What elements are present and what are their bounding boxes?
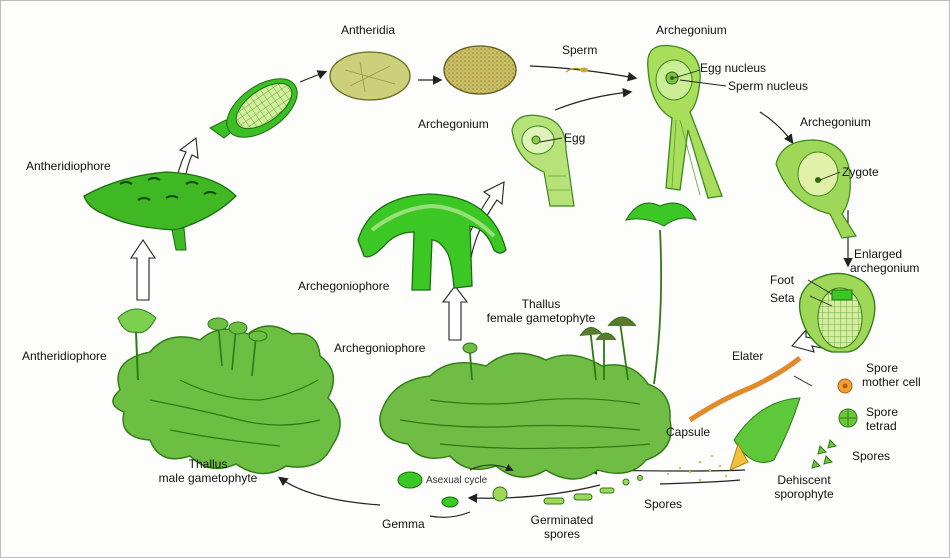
label-archegonium-zygote: Archegonium (800, 116, 871, 129)
label-thallus-male-2: male gametophyte (138, 472, 278, 485)
label-archegonium-mid: Archegonium (418, 118, 489, 131)
label-capsule: Capsule (666, 426, 710, 439)
antheridium-stalked (210, 67, 307, 149)
spore-tetrad (839, 409, 857, 427)
label-egg: Egg (564, 132, 585, 145)
label-spore-mother-2: mother cell (862, 376, 921, 389)
label-antheridiophore-low: Antheridiophore (22, 350, 107, 363)
label-archegonium-top: Archegonium (656, 24, 727, 37)
label-spores-bottom: Spores (644, 498, 682, 511)
loose-spores (812, 440, 836, 468)
label-spore-tetrad-2: tetrad (866, 420, 897, 433)
label-spores-right: Spores (852, 450, 890, 463)
label-thallus-female-2: female gametophyte (466, 312, 616, 325)
label-thallus-female-1: Thallus (466, 298, 616, 311)
spore-mother-cell (838, 379, 852, 393)
label-sperm-nucleus: Sperm nucleus (728, 80, 808, 93)
label-spore-tetrad-1: Spore (866, 406, 898, 419)
label-archegoniophore-mid: Archegoniophore (298, 280, 389, 293)
archegonium-zygote (776, 140, 856, 238)
label-asexual-cycle: Asexual cycle (426, 474, 487, 487)
label-egg-nucleus: Egg nucleus (700, 62, 766, 75)
label-zygote: Zygote (842, 166, 879, 179)
label-dehiscent-1: Dehiscent (754, 474, 854, 487)
label-sperm: Sperm (562, 44, 597, 57)
label-seta: Seta (770, 292, 795, 305)
antheridium-2 (444, 46, 516, 94)
label-foot: Foot (770, 274, 794, 287)
label-elater: Elater (732, 350, 763, 363)
label-gemma: Gemma (382, 518, 425, 531)
germinated-spores (544, 476, 643, 505)
antheridiophore-disc (84, 172, 236, 250)
label-enlarged-1: Enlarged (854, 248, 902, 261)
label-archegoniophore-low: Archegoniophore (334, 342, 425, 355)
dehiscent-capsule (667, 398, 800, 481)
male-thallus (113, 309, 340, 474)
label-spore-mother-1: Spore (866, 362, 898, 375)
label-germinated-1: Germinated (512, 514, 612, 527)
label-antheridiophore-top: Antheridiophore (26, 160, 111, 173)
label-enlarged-2: archegonium (850, 262, 919, 275)
antheridium-1 (330, 52, 410, 100)
label-antheridia: Antheridia (341, 24, 395, 37)
label-thallus-male-1: Thallus (138, 458, 278, 471)
label-germinated-2: spores (512, 528, 612, 541)
archegonium-egg (512, 115, 574, 206)
label-dehiscent-2: sporophyte (754, 488, 854, 501)
